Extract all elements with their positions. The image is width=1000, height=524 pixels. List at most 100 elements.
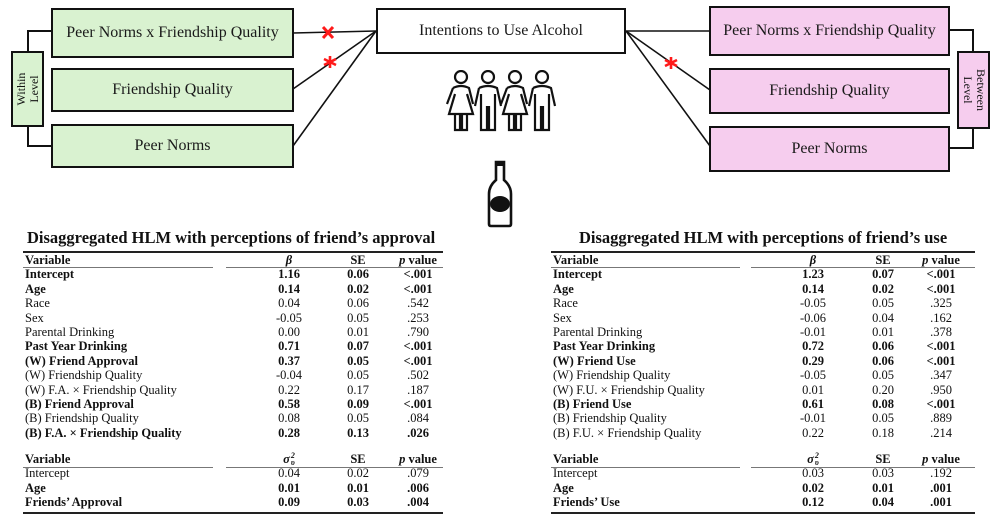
cell-p-value: <.001 [403,267,433,282]
x-mark-icon [321,25,335,40]
sigma-scripts: 2 υ [814,451,819,467]
header-beta: β [285,253,293,267]
cell-estimate: 0.71 [278,339,300,354]
cell-estimate: -0.05 [275,310,303,325]
cell-se: 0.04 [872,310,894,325]
header-se: SE [875,253,891,267]
header-underline [751,467,975,468]
header-variable: Variable [25,253,71,267]
cell-p-value: <.001 [403,396,433,411]
path-within-interaction [292,30,377,34]
cell-se: 0.05 [347,368,369,383]
cell-estimate: 0.14 [278,281,300,296]
box-label: Friendship Quality [112,81,233,98]
cell-estimate: 0.28 [278,425,300,440]
cell-p-value: .026 [407,425,429,440]
cell-variable: (B) Friend Approval [25,396,134,411]
table-header-row: Variable σ 2 υ SE p value [551,451,975,467]
cell-variable: Age [25,480,46,495]
cell-p-value: .001 [930,495,952,510]
cell-p-value: .192 [930,466,952,481]
cell-se: 0.01 [347,480,369,495]
sigma-notation: σ 2 υ [283,451,295,467]
cell-variable: Sex [25,310,44,325]
cell-p-value: <.001 [403,339,433,354]
cell-estimate: 0.58 [278,396,300,411]
cell-estimate: -0.01 [799,324,827,339]
cell-se: 0.02 [347,466,369,481]
cell-estimate: 0.08 [278,411,300,426]
sigma-symbol: σ [807,452,814,466]
cell-p-value: .084 [407,411,429,426]
header-sigma: σ 2 υ [783,451,843,467]
cell-variable: Race [25,296,50,311]
cell-se: 0.18 [872,425,894,440]
level-label-text: Within Level [13,53,42,125]
cell-p-value: .187 [407,382,429,397]
cell-p-value: <.001 [926,339,956,354]
cell-se: 0.06 [347,296,369,311]
cell-variable: Sex [553,310,572,325]
cell-p-value: .004 [407,495,429,510]
cell-p-value: .325 [930,296,952,311]
level-label-line1: Between [973,69,988,111]
cell-p-value: .079 [407,466,429,481]
cell-se: 0.05 [872,296,894,311]
cell-variable: Age [553,480,574,495]
cell-se: 0.02 [872,281,894,296]
p-symbol: p [922,452,929,466]
bottle-icon [487,160,513,228]
box-label: Peer Norms x Friendship Quality [723,22,936,39]
cell-estimate: 0.01 [802,382,824,397]
cell-se: 0.05 [872,368,894,383]
table-header-row: Variable β SE p value [23,253,443,267]
asterisk-icon [323,56,337,68]
cell-estimate: 0.14 [802,281,824,296]
header-p-value: p value [399,452,437,466]
cell-p-value: .162 [930,310,952,325]
header-se: SE [350,253,366,267]
cell-variable: (W) Friend Approval [25,353,138,368]
cell-estimate: 0.01 [278,480,300,495]
sigma-sup: 2 [290,451,295,461]
box-label: Peer Norms x Friendship Quality [66,24,279,41]
cell-p-value: .950 [930,382,952,397]
cell-estimate: 1.16 [278,267,300,282]
between-bracket-top [949,29,974,52]
header-underline [226,467,443,468]
header-underline [23,467,213,468]
header-variable: Variable [25,452,71,466]
cell-variable: (W) F.U. × Friendship Quality [553,382,705,397]
cell-p-value: .790 [407,324,429,339]
p-symbol: p [922,253,929,267]
cell-estimate: -0.01 [799,411,827,426]
table-title: Disaggregated HLM with perceptions of fr… [579,228,948,247]
box-label: Peer Norms [791,140,868,157]
table-bottom-rule [551,512,975,514]
cell-p-value: <.001 [926,353,956,368]
cell-variable: (B) Friendship Quality [553,411,667,426]
header-se: SE [875,452,891,466]
between-level-label: Between Level [957,51,990,129]
cell-p-value: .542 [407,296,429,311]
box-label: Friendship Quality [769,82,890,99]
cell-estimate: 0.00 [278,324,300,339]
cell-se: 0.07 [347,339,369,354]
sigma-sup: 2 [814,451,819,461]
